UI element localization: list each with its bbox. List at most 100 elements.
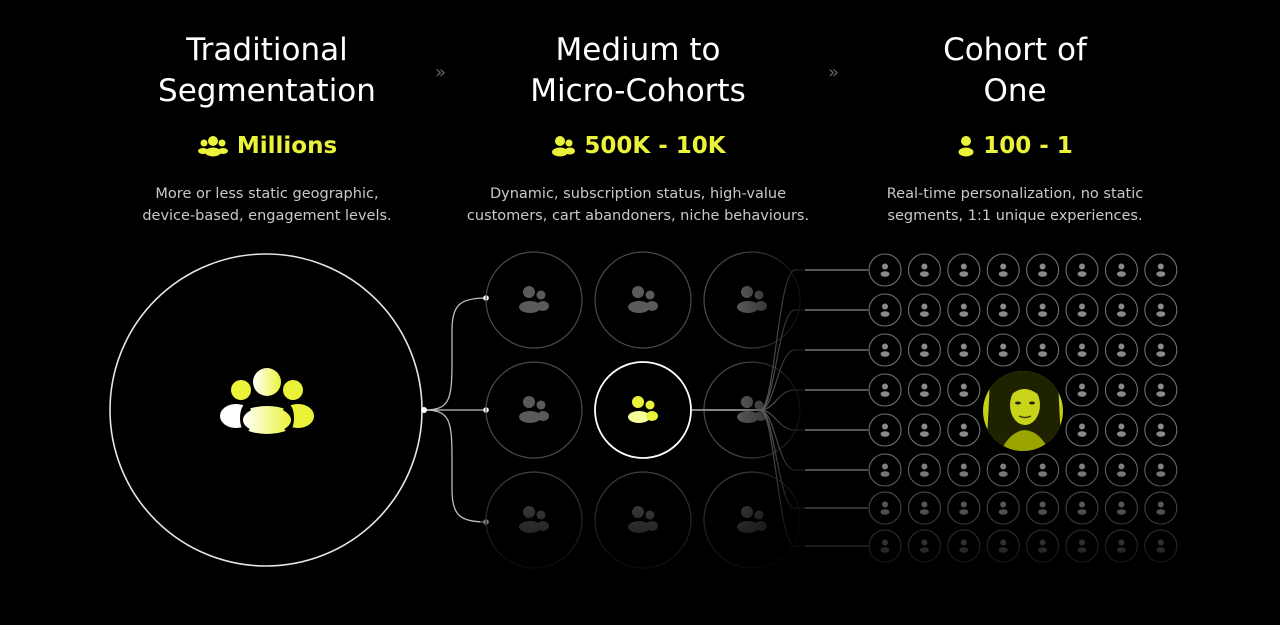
person-icon: [1156, 383, 1166, 397]
individual-circle: [1026, 253, 1060, 287]
person-icon: [998, 343, 1008, 357]
person-icon: [959, 383, 969, 397]
people-pair-icon: [628, 396, 658, 423]
person-icon: [959, 423, 969, 437]
column-title: Medium to Micro-Cohorts: [530, 32, 746, 109]
individual-circle: [1065, 333, 1099, 367]
individual-circle: [1026, 293, 1060, 327]
separator-chevron: »: [435, 62, 447, 83]
connector-dot: [421, 407, 427, 413]
person-icon: [880, 343, 890, 357]
person-icon: [1116, 343, 1126, 357]
person-icon: [919, 423, 929, 437]
individual-circle: [868, 253, 902, 287]
individual-circle: [907, 293, 941, 327]
individual-circle: [947, 413, 981, 447]
individual-circle: [1104, 373, 1138, 407]
individual-circle: [947, 293, 981, 327]
person-icon: [919, 303, 929, 317]
person-icon: [1156, 263, 1166, 277]
column-description: Dynamic, subscription status, high-value…: [466, 186, 810, 224]
individual-circle: [868, 293, 902, 327]
person-icon: [1077, 303, 1087, 317]
individual-circle: [1144, 413, 1178, 447]
person-icon: [998, 263, 1008, 277]
individual-circle: [986, 293, 1020, 327]
person-icon: [1077, 343, 1087, 357]
people-pair-icon: [552, 136, 576, 157]
person-icon: [919, 263, 929, 277]
individual-circle: [1065, 373, 1099, 407]
individual-circle: [947, 373, 981, 407]
individual-circle: [986, 253, 1020, 287]
column-title: Cohort of One: [943, 32, 1087, 109]
person-icon: [998, 303, 1008, 317]
people-pair-icon: [519, 396, 549, 423]
person-icon: [1038, 263, 1048, 277]
fade-overlay: [480, 455, 1200, 575]
person-icon: [1116, 263, 1126, 277]
individual-circle: [868, 333, 902, 367]
people-group-icon: [197, 136, 228, 157]
person-icon: [880, 303, 890, 317]
count-value: Millions: [236, 133, 338, 159]
person-icon: [880, 383, 890, 397]
individual-circle: [986, 333, 1020, 367]
micro-cohort-circle: [485, 251, 583, 349]
individual-circle: [1144, 373, 1178, 407]
fade-overlay: [735, 240, 805, 580]
individual-circle: [1144, 293, 1178, 327]
individual-circle: [1104, 333, 1138, 367]
individual-circle: [1104, 253, 1138, 287]
person-icon: [880, 423, 890, 437]
population-icon: [220, 368, 314, 434]
person-icon: [959, 343, 969, 357]
person-icon: [1077, 423, 1087, 437]
person-icon: [1038, 343, 1048, 357]
person-icon: [919, 383, 929, 397]
count-value: 500K - 10K: [584, 133, 726, 159]
individual-circle: [1065, 293, 1099, 327]
separator-chevron: »: [828, 62, 840, 83]
person-icon: [959, 263, 969, 277]
individual-circle: [947, 253, 981, 287]
individual-circle: [1065, 413, 1099, 447]
column-count: 500K - 10K: [453, 133, 823, 159]
person-icon: [1077, 383, 1087, 397]
individual-circle: [868, 413, 902, 447]
person-icon: [880, 263, 890, 277]
individual-circle: [868, 373, 902, 407]
person-icon: [1156, 303, 1166, 317]
individual-circle: [1104, 293, 1138, 327]
micro-cohort-circle: [594, 251, 692, 349]
column-description: Real-time personalization, no static seg…: [886, 186, 1144, 224]
person-icon: [919, 343, 929, 357]
person-icon: [1116, 423, 1126, 437]
person-icon: [959, 303, 969, 317]
individual-circle: [947, 333, 981, 367]
column-title: Traditional Segmentation: [158, 32, 376, 109]
individual-circle: [907, 413, 941, 447]
people-pair-icon: [519, 286, 549, 313]
individual-circle: [907, 373, 941, 407]
column-count: 100 - 1: [865, 133, 1165, 159]
person-icon: [1116, 303, 1126, 317]
person-icon: [1156, 423, 1166, 437]
individual-circle: [907, 333, 941, 367]
column-description: More or less static geographic, device-b…: [142, 186, 392, 224]
person-icon: [958, 136, 974, 157]
individual-circle: [1144, 253, 1178, 287]
person-icon: [1038, 303, 1048, 317]
portrait-individual: [983, 371, 1063, 451]
column-count: Millions: [117, 133, 417, 159]
individual-circle: [1026, 333, 1060, 367]
person-icon: [1156, 343, 1166, 357]
people-pair-icon: [628, 286, 658, 313]
individual-circle: [1065, 253, 1099, 287]
individual-circle: [907, 253, 941, 287]
micro-cohort-highlighted: [594, 361, 692, 459]
count-value: 100 - 1: [983, 133, 1073, 159]
connectors-population: [423, 297, 487, 523]
micro-cohort-circle: [485, 361, 583, 459]
